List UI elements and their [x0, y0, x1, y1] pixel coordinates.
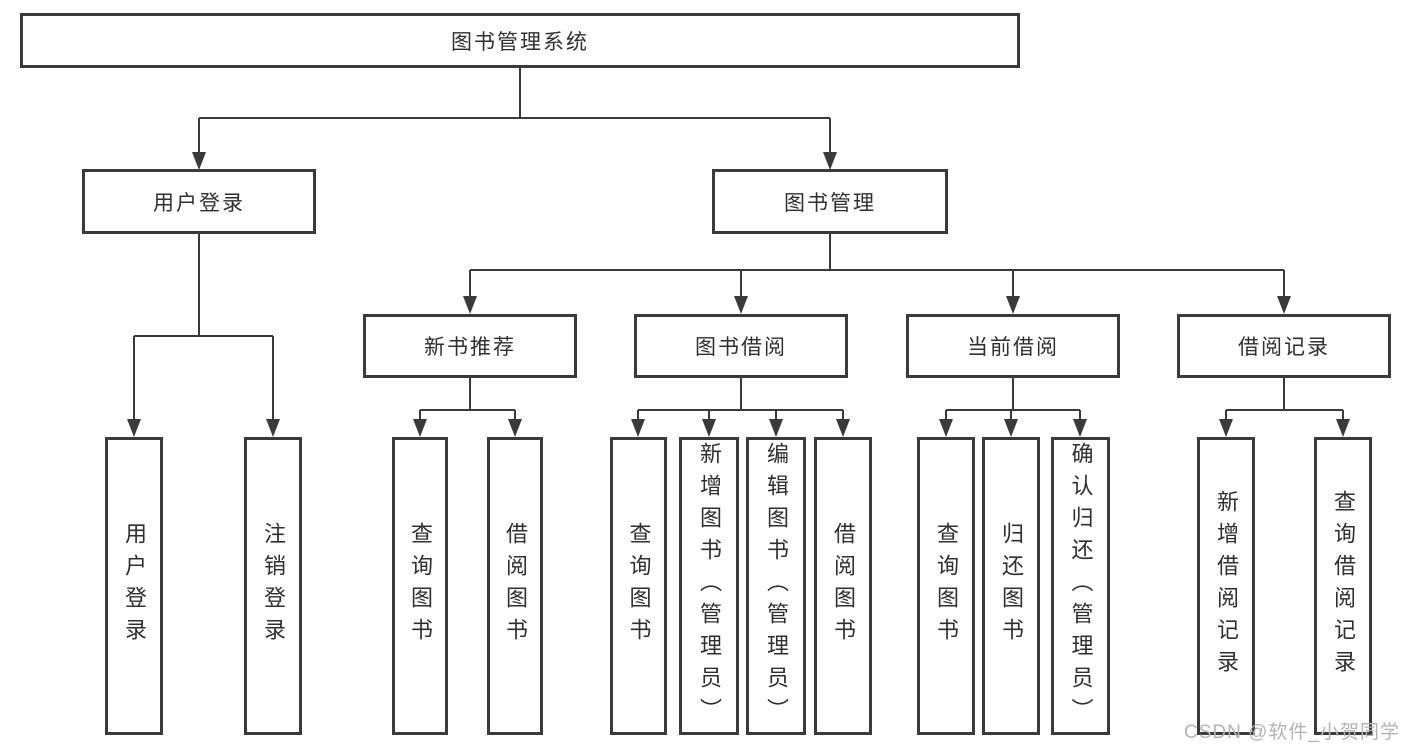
leaf-borrow-books-2: 借阅图书: [814, 437, 872, 735]
arrowhead-down-icon: [836, 419, 850, 437]
arrowhead-down-icon: [192, 152, 206, 170]
arrowhead-down-icon: [413, 419, 427, 437]
node-user-login-module: 用户登录: [82, 169, 316, 234]
leaf-query-books-1: 查询图书: [392, 437, 448, 735]
node-label: 归还图书: [999, 522, 1024, 650]
arrowhead-down-icon: [1004, 419, 1018, 437]
arrowhead-down-icon: [769, 419, 783, 437]
leaf-add-borrow-record: 新增借阅记录: [1197, 437, 1255, 735]
arrowheads-group: [127, 152, 1350, 437]
node-label: 查询图书: [934, 522, 959, 650]
leaf-query-books-3: 查询图书: [917, 437, 975, 735]
leaf-edit-book-admin: 编辑图书（管理员）: [746, 437, 806, 735]
arrowhead-down-icon: [702, 419, 716, 437]
arrowhead-down-icon: [463, 296, 477, 314]
arrowhead-down-icon: [266, 419, 280, 437]
arrowhead-down-icon: [823, 152, 837, 170]
node-label: 确认归还（管理员）: [1068, 442, 1094, 730]
node-label: 图书借阅: [695, 336, 787, 359]
arrowhead-down-icon: [631, 419, 645, 437]
node-label: 新书推荐: [424, 336, 516, 359]
arrowhead-down-icon: [939, 419, 953, 437]
node-label: 注销登录: [261, 522, 286, 650]
leaf-return-book: 归还图书: [982, 437, 1040, 735]
arrowhead-down-icon: [1336, 419, 1350, 437]
arrowhead-down-icon: [127, 419, 141, 437]
node-label: 编辑图书（管理员）: [764, 442, 789, 730]
node-label: 查询图书: [408, 522, 433, 650]
node-label: 当前借阅: [967, 336, 1059, 359]
arrowhead-down-icon: [734, 296, 748, 314]
leaf-logout: 注销登录: [244, 437, 302, 735]
arrowhead-down-icon: [1219, 419, 1233, 437]
node-book-borrowing: 图书借阅: [634, 314, 848, 378]
leaf-user-login: 用户登录: [105, 437, 163, 735]
leaf-query-borrow-record: 查询借阅记录: [1314, 437, 1372, 735]
node-label: 新增借阅记录: [1214, 490, 1239, 682]
arrowhead-down-icon: [1073, 419, 1087, 437]
arrowhead-down-icon: [1277, 296, 1291, 314]
node-book-management-module: 图书管理: [712, 169, 948, 234]
node-label: 借阅记录: [1238, 336, 1330, 359]
node-label: 用户登录: [122, 522, 147, 650]
node-label: 图书管理系统: [451, 30, 589, 54]
node-library-management-system: 图书管理系统: [20, 13, 1020, 68]
node-label: 借阅图书: [831, 522, 856, 650]
node-label: 借阅图书: [503, 522, 528, 650]
leaf-confirm-return-admin: 确认归还（管理员）: [1051, 437, 1110, 735]
arrowhead-down-icon: [508, 419, 522, 437]
leaf-borrow-books-1: 借阅图书: [487, 437, 543, 735]
leaf-query-books-2: 查询图书: [610, 437, 667, 735]
leaf-add-book-admin: 新增图书（管理员）: [679, 437, 739, 735]
csdn-watermark: CSDN @软件_小贺同学: [1184, 722, 1400, 743]
node-borrowing-records: 借阅记录: [1177, 314, 1391, 378]
node-label: 新增图书（管理员）: [697, 442, 722, 730]
node-new-book-recommendation: 新书推荐: [363, 314, 577, 378]
connector-lines-path: [133, 68, 1344, 424]
node-current-borrowing: 当前借阅: [906, 314, 1120, 378]
node-label: 用户登录: [153, 191, 245, 215]
arrowhead-down-icon: [1006, 296, 1020, 314]
node-label: 查询借阅记录: [1331, 490, 1356, 682]
node-label: 查询图书: [626, 522, 652, 650]
node-label: 图书管理: [784, 191, 876, 215]
